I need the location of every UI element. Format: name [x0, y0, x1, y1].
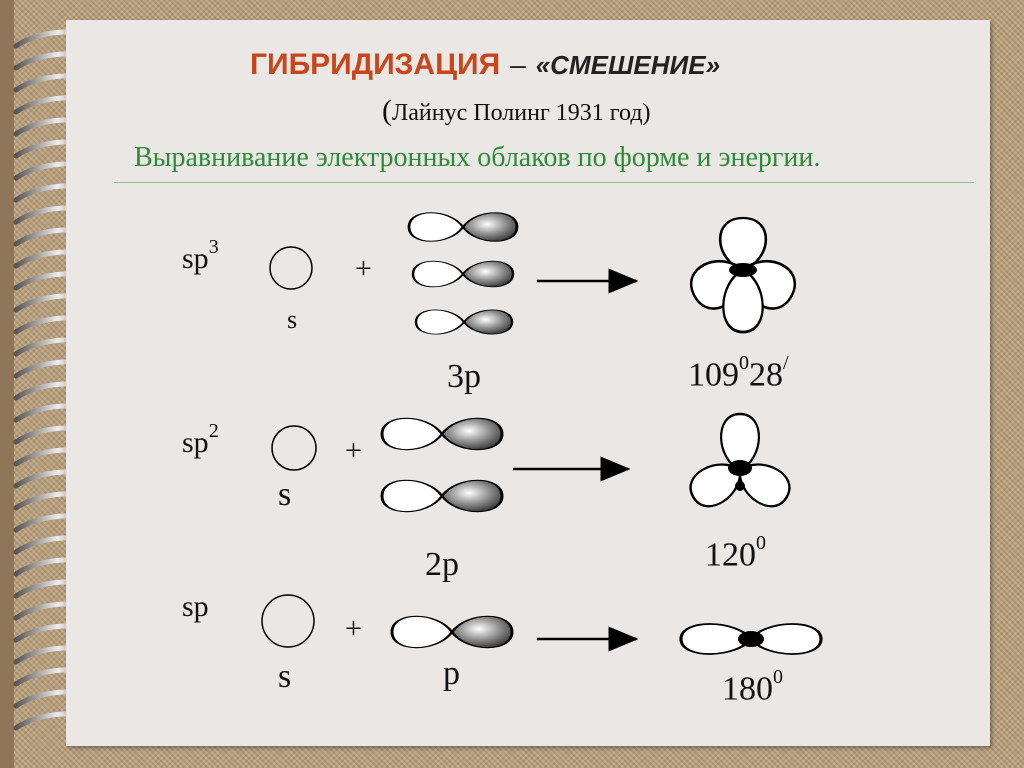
p-orbital-row1-a	[407, 211, 519, 243]
p-orbital-row1-c	[414, 308, 514, 336]
row1-angle-minute-mark: /	[783, 352, 789, 374]
row1-s-label: s	[287, 305, 298, 334]
subtitle-text: Лайнус Полинг 1931 год)	[392, 100, 651, 126]
sp-hybrid-orbital	[679, 622, 823, 656]
p-orbital-row2-a	[380, 416, 504, 452]
p-orbital-row3	[390, 614, 514, 650]
p-orbital-row2-b	[380, 478, 504, 514]
s-orbital-row3	[261, 594, 315, 648]
row3-angle: 1800	[722, 666, 783, 708]
row1-plus: +	[355, 252, 372, 285]
row3-angle-base: 180	[722, 670, 773, 708]
definition-text: Выравнивание электронных облаков по форм…	[134, 142, 821, 173]
p-orbital-row1-b	[411, 259, 515, 289]
row2-plus: +	[345, 434, 362, 467]
title-term: ГИБРИДИЗАЦИЯ	[250, 48, 501, 81]
row1-angle: 109028/	[688, 352, 789, 394]
row3-angle-sup: 0	[773, 666, 783, 688]
subtitle: (Лайнус Полинг 1931 год)	[382, 94, 651, 128]
row1-angle-minutes: 28	[749, 356, 783, 394]
slide-title: ГИБРИДИЗАЦИЯ–«СМЕШЕНИЕ»	[250, 48, 720, 82]
sp3-sup: 3	[208, 236, 219, 258]
title-meaning: «СМЕШЕНИЕ»	[535, 50, 721, 80]
sp2-sup: 2	[208, 420, 219, 442]
row3-s-label: s	[278, 658, 292, 695]
notebook-page	[66, 20, 990, 746]
sp3-base: sp	[182, 242, 209, 275]
s-orbital-row2	[271, 425, 317, 471]
row2-angle-base: 120	[705, 536, 756, 574]
row3-plus: +	[345, 612, 362, 645]
sp3-hybrid-orbital	[682, 216, 804, 334]
definition-underline	[114, 182, 974, 183]
s-orbital-row1	[269, 246, 313, 290]
row1-angle-base: 109	[688, 356, 739, 394]
sp2-label: sp2	[182, 420, 219, 460]
row2-p-label: 2p	[425, 546, 459, 583]
sp-label: sp	[182, 590, 209, 623]
row1-p-label: 3p	[447, 358, 481, 395]
row2-s-label: s	[278, 476, 292, 513]
row2-angle: 1200	[705, 532, 766, 574]
subtitle-open-paren: (	[382, 94, 392, 127]
sp2-hybrid-orbital	[682, 412, 798, 515]
sp2-base: sp	[182, 426, 209, 459]
row3-p-label: p	[443, 655, 460, 692]
title-dash: –	[510, 49, 526, 80]
row2-angle-sup: 0	[756, 532, 766, 554]
row1-angle-sup: 0	[739, 352, 749, 374]
sp3-label: sp3	[182, 236, 219, 276]
binder-edge	[0, 0, 14, 768]
